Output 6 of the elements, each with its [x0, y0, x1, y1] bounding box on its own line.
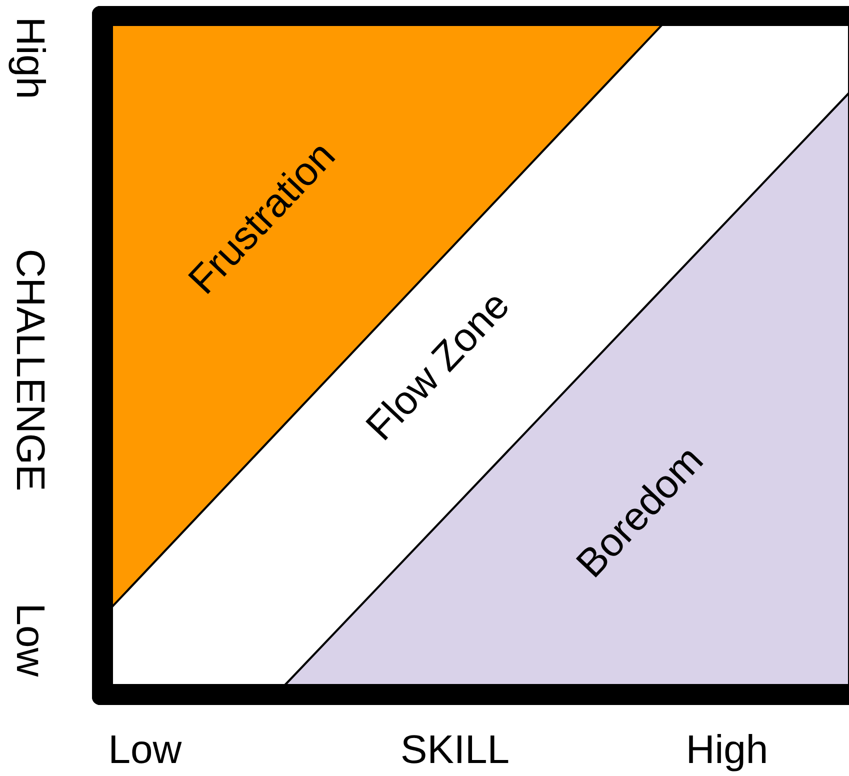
axis-title: CHALLENGE — [10, 248, 50, 492]
axis-title: SKILL — [400, 730, 510, 770]
axis-tick-label: Low — [108, 730, 182, 770]
axis-tick-label: High — [686, 730, 768, 770]
axis-tick-label: Low — [10, 603, 50, 677]
axis-tick-label: High — [10, 16, 50, 100]
